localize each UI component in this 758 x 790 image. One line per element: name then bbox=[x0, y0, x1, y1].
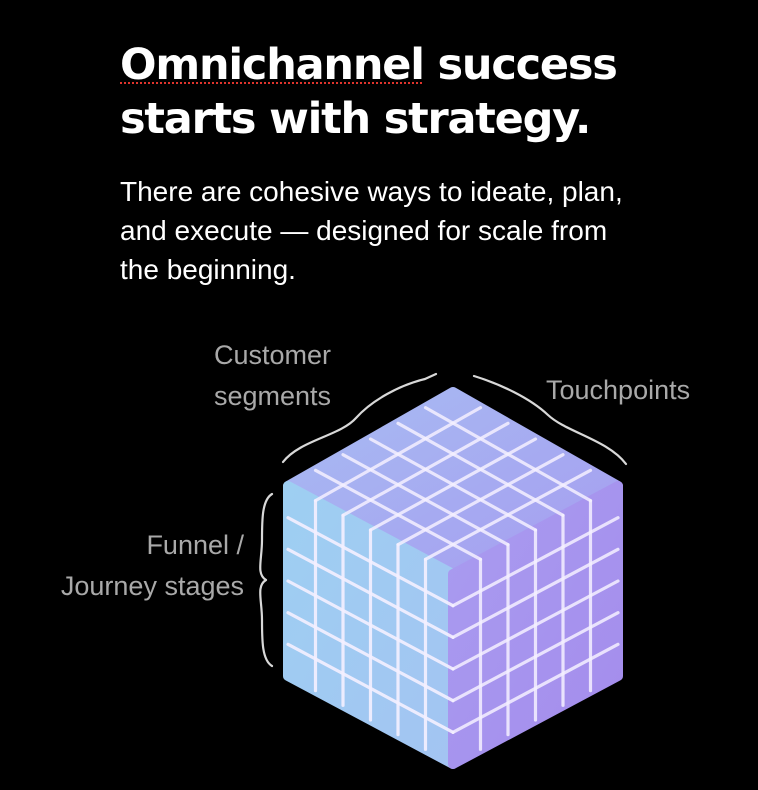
subhead-line-3: the beginning. bbox=[120, 254, 296, 285]
cube-left-grid-line bbox=[286, 642, 455, 734]
brace-touchpoints bbox=[472, 374, 628, 466]
cube-right-grid-line bbox=[451, 516, 620, 608]
headline-line-2: starts with strategy. bbox=[120, 94, 591, 144]
cube-left-grid-line bbox=[286, 516, 455, 608]
label-customer-segments-line-1: Customer bbox=[214, 340, 332, 370]
subhead: There are cohesive ways to ideate, plan,… bbox=[120, 172, 720, 289]
cube-left-grid-line bbox=[286, 579, 455, 671]
brace-segments bbox=[281, 372, 438, 464]
label-funnel-line-1: Funnel / bbox=[146, 530, 244, 560]
subhead-line-1: There are cohesive ways to ideate, plan, bbox=[120, 176, 623, 207]
label-funnel-line-2: Journey stages bbox=[60, 571, 244, 601]
cube-right-grid-line bbox=[451, 547, 620, 639]
headline: Omnichannel success starts with strategy… bbox=[120, 38, 720, 146]
cube-top-grid-line bbox=[313, 468, 483, 561]
label-touchpoints: Touchpoints bbox=[546, 370, 690, 411]
cube-right-grid-line bbox=[451, 611, 620, 703]
headline-word-success: success bbox=[423, 40, 618, 90]
cube-grid bbox=[286, 406, 620, 751]
label-funnel-journey-stages: Funnel / Journey stages bbox=[22, 525, 244, 607]
subhead-line-2: and execute — designed for scale from bbox=[120, 215, 608, 246]
label-customer-segments: Customer segments bbox=[214, 335, 331, 417]
label-touchpoints-text: Touchpoints bbox=[546, 375, 691, 405]
headline-word-omnichannel: Omnichannel bbox=[120, 40, 425, 90]
label-customer-segments-line-2: segments bbox=[214, 381, 332, 411]
cube-right-grid-line bbox=[451, 642, 620, 734]
cube-left-grid-line bbox=[286, 547, 455, 639]
braces bbox=[259, 372, 628, 668]
brace-funnel bbox=[259, 492, 274, 668]
cube-left-grid-line bbox=[286, 611, 455, 703]
headline-line-1: Omnichannel success bbox=[120, 38, 720, 92]
cube-right-grid-line bbox=[451, 579, 620, 671]
cube-faces bbox=[283, 387, 623, 769]
